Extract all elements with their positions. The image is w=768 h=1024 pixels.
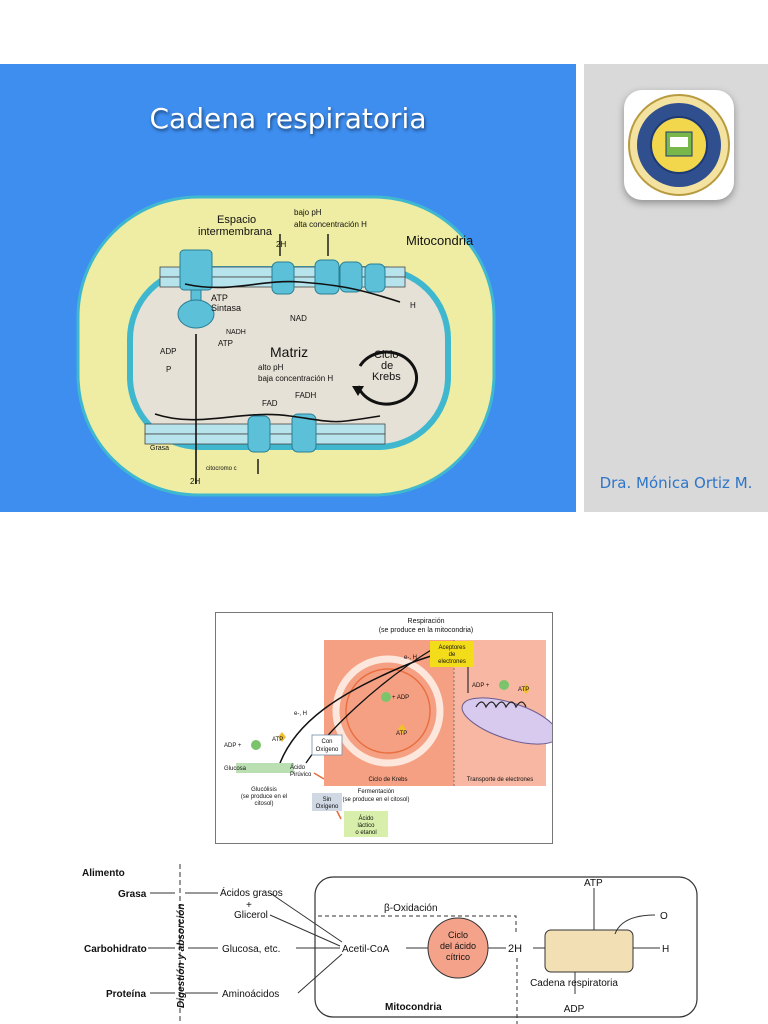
- atp-right: ATP: [518, 687, 529, 693]
- mitocondria-label: Mitocondria: [385, 1002, 442, 1013]
- aceptores-3: electrones: [438, 659, 466, 665]
- atp-left: ATP: [272, 737, 283, 743]
- transporte-label: Transporte de electrones: [467, 777, 533, 783]
- atp-krebs: ATP: [396, 731, 407, 737]
- ciclo-label-3: cítrico: [446, 952, 470, 962]
- carbohidrato-label: Carbohidrato: [84, 944, 147, 955]
- eh-mid: e-, H: [294, 711, 307, 717]
- label-atp-sintasa-1: ATP: [211, 293, 228, 303]
- label-grasa: Grasa: [150, 445, 169, 452]
- glicerol-label: Glicerol: [234, 910, 268, 921]
- label-2h-lower: 2H: [190, 477, 200, 486]
- electron-complexes-lower: [247, 413, 317, 453]
- label-mitocondria: Mitocondria: [406, 233, 474, 248]
- metabolism-diagram: Alimento Grasa Carbohidrato Proteína Dig…: [70, 860, 710, 1024]
- label-fad: FAD: [262, 399, 278, 408]
- lactico-3: o etanol: [355, 830, 376, 836]
- aminoacidos-label: Aminoácidos: [222, 989, 279, 1000]
- cadena-label: Cadena respiratoria: [530, 978, 618, 989]
- label-alta-conc: alta concentración H: [294, 220, 367, 229]
- acido-piruvico-2: Pirúvico: [290, 772, 312, 778]
- ciclo-krebs-label: Ciclo de Krebs: [368, 777, 407, 783]
- label-alto-ph: alto pH: [258, 363, 284, 372]
- atp-synthase: [177, 249, 215, 329]
- alimento-label: Alimento: [82, 868, 125, 879]
- adp-p-left: ADP +: [224, 743, 242, 749]
- label-atp: ATP: [218, 339, 233, 348]
- label-nad: NAD: [290, 314, 307, 323]
- proteina-label: Proteína: [106, 989, 146, 1000]
- resp-subtitle: (se produce en la mitocondria): [379, 627, 474, 634]
- label-matriz: Matriz: [270, 344, 308, 360]
- resp-title: Respiración: [408, 618, 445, 625]
- label-citocromo: citocromo c: [206, 466, 237, 472]
- acetil-label: Acetil-CoA: [342, 944, 390, 955]
- two-h-label: 2H: [508, 943, 522, 955]
- slide-side-panel: Dra. Mónica Ortiz M.: [584, 64, 768, 512]
- atp-label: ATP: [584, 878, 603, 889]
- con-oxigeno-1: Con: [321, 739, 332, 745]
- university-logo: [624, 90, 734, 200]
- label-h2o-upper: H: [410, 301, 416, 310]
- author-name: Dra. Mónica Ortiz M.: [599, 474, 753, 492]
- beta-oxidacion-label: β-Oxidación: [384, 903, 438, 914]
- label-bajo-ph: bajo pH: [294, 208, 322, 217]
- adp-label: ADP: [564, 1004, 585, 1015]
- con-oxigeno-2: Oxígeno: [316, 747, 339, 753]
- label-ciclo-3: Krebs: [372, 371, 401, 383]
- lactico-1: Ácido: [358, 815, 374, 822]
- label-intermembrana: intermembrana: [198, 226, 273, 238]
- aceptores-2: de: [449, 652, 456, 658]
- glucolisis-3: citosol): [254, 801, 273, 807]
- glucosa: Glucosa: [224, 766, 247, 772]
- acidos-grasos-label: Ácidos grasos: [220, 886, 283, 899]
- eh-top: e-, H: [404, 655, 417, 661]
- mitochondria-diagram: Espacio intermembrana bajo pH alta conce…: [76, 195, 496, 497]
- label-baja-conc: baja concentración H: [258, 374, 333, 383]
- label-2h-upper: 2H: [276, 240, 286, 249]
- sin-oxigeno-2: Oxígeno: [316, 804, 339, 810]
- ciclo-label-2: del ácido: [440, 941, 476, 951]
- label-atp-sintasa-2: Sintasa: [211, 303, 241, 313]
- ciclo-label-1: Ciclo: [448, 930, 468, 940]
- label-adp: ADP: [160, 347, 176, 356]
- acido-piruvico-1: Ácido: [290, 764, 306, 771]
- label-ciclo-2: de: [381, 360, 393, 372]
- glucolisis-1: Glucólisis: [251, 787, 277, 793]
- aceptores-1: Aceptores: [438, 645, 465, 651]
- lactico-2: láctico: [357, 823, 375, 829]
- adp-p-right: ADP +: [472, 683, 490, 689]
- electron-complexes-upper: [271, 259, 386, 295]
- digestion-label: Digestión y absorción: [176, 904, 187, 1008]
- slide-main-panel: Cadena respiratoria: [0, 64, 576, 512]
- glucolisis-2: (se produce en el: [241, 794, 287, 800]
- plus-label: +: [246, 900, 252, 911]
- label-pi: P: [166, 365, 171, 374]
- grasa-label: Grasa: [118, 889, 147, 900]
- label-fadh2: FADH: [295, 391, 317, 400]
- h2o-label: H: [662, 944, 669, 955]
- fermentacion-1: Fermentación: [358, 789, 395, 795]
- slide-title: Cadena respiratoria: [149, 102, 427, 135]
- o2-label: O: [660, 911, 668, 922]
- label-nadh: NADH: [226, 329, 246, 336]
- label-ciclo-1: Ciclo: [374, 349, 398, 361]
- sin-oxigeno-1: Sin: [323, 797, 332, 803]
- fermentacion-2: (se produce en el citosol): [342, 797, 409, 803]
- respiration-figure: Respiración (se produce en la mitocondri…: [215, 612, 553, 844]
- p-adp-krebs: + ADP: [392, 695, 409, 701]
- label-espacio: Espacio: [217, 214, 256, 226]
- glucosa-label: Glucosa, etc.: [222, 944, 280, 955]
